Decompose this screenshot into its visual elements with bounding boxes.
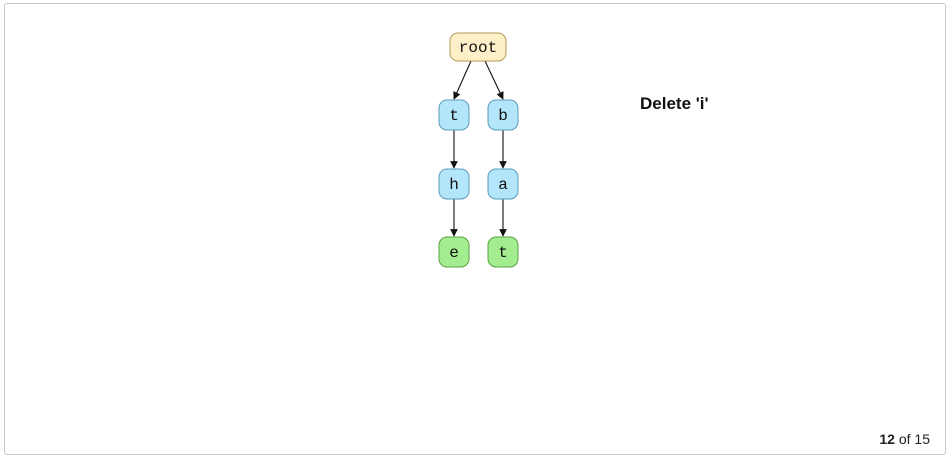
trie-node-a: a [487,168,519,200]
trie-node-label: t [498,244,508,262]
trie-node-label: a [498,176,508,194]
slide-total: 15 [914,431,930,447]
trie-node-t1: t [438,99,470,131]
slide-separator: of [898,431,911,447]
trie-node-e: e [438,236,470,268]
slide-counter: 12 of 15 [879,431,930,447]
trie-node-b: b [487,99,519,131]
trie-node-box [438,99,470,131]
trie-node-label: h [449,176,459,194]
trie-node-box [487,236,519,268]
trie-node-box [487,168,519,200]
edge-root-t1 [453,60,472,100]
step-caption: Delete 'i' [640,94,709,113]
trie-node-label: t [449,107,459,125]
edge-root-b [484,60,504,100]
trie-node-label: root [459,39,497,57]
slide-frame [4,3,946,455]
trie-node-h: h [438,168,470,200]
trie-node-root: root [449,32,507,62]
trie-node-label: e [449,244,459,262]
trie-node-t2: t [487,236,519,268]
trie-node-box [449,32,507,62]
trie-node-box [438,236,470,268]
trie-node-label: b [498,107,508,125]
slide-current: 12 [879,431,895,447]
trie-node-box [487,99,519,131]
trie-node-box [438,168,470,200]
